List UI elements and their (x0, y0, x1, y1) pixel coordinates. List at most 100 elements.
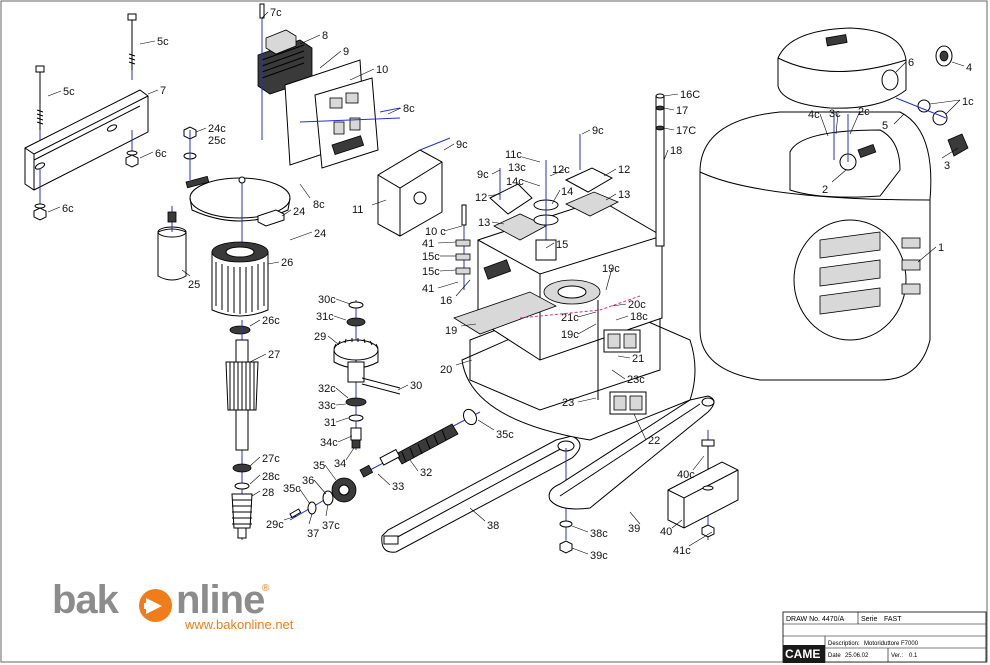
part-label-2: 2 (822, 184, 828, 196)
part-label-24c: 24c (208, 123, 226, 135)
part-lock-3-4-5 (895, 45, 969, 157)
part-label-15: 15 (556, 239, 568, 251)
part-label-9: 9 (343, 46, 349, 58)
part-motor-cap-24 (183, 126, 291, 250)
part-label-35c-left: 35c (283, 483, 301, 495)
part-label-31c: 31c (316, 311, 334, 323)
part-stator-26 (211, 241, 269, 335)
part-arm-39 (548, 395, 715, 554)
part-gear-36 (289, 477, 357, 521)
part-label-19c-bot: 19c (561, 329, 579, 341)
part-label-38: 38 (487, 520, 499, 532)
draw-no-label: DRAW No. (786, 616, 820, 623)
part-label-27: 27 (268, 349, 280, 361)
dashed-leader-19c (519, 295, 641, 319)
part-label-28c: 28c (262, 471, 280, 483)
part-label-5c-left: 5c (63, 86, 75, 98)
part-label-34: 34 (334, 458, 346, 470)
logo-arrow-icon (146, 598, 162, 614)
part-label-6c-top: 6c (155, 148, 167, 160)
leader-lines (47, 11, 965, 555)
part-transformer-8 (257, 3, 313, 140)
part-label-33: 33 (392, 481, 404, 493)
part-label-1: 1 (938, 242, 944, 254)
part-label-38c: 38c (590, 528, 608, 540)
part-rod-18 (655, 93, 665, 247)
part-rotor-27 (225, 320, 259, 540)
part-label-28: 28 (262, 487, 274, 499)
part-label-16: 16 (440, 295, 452, 307)
part-label-21c: 21c (561, 312, 579, 324)
part-label-24-b: 24 (314, 228, 326, 240)
part-label-5: 5 (882, 120, 888, 132)
part-label-26c: 26c (262, 315, 280, 327)
part-label-26: 26 (281, 257, 293, 269)
part-label-10: 10 (376, 64, 388, 76)
part-label-3c: 3c (829, 108, 841, 120)
serie-value: FAST (884, 616, 902, 623)
part-label-4c: 4c (808, 109, 820, 121)
part-label-24-a: 24 (293, 206, 305, 218)
description-value: Motoriduttore F7000 (864, 641, 919, 647)
part-label-30c: 30c (318, 294, 336, 306)
part-label-35c-right: 35c (496, 429, 514, 441)
part-label-29c: 29c (266, 519, 284, 531)
serie-label: Serie (861, 616, 877, 623)
part-label-34c: 34c (320, 437, 338, 449)
part-label-36: 36 (302, 475, 314, 487)
part-label-13-right: 13 (618, 189, 630, 201)
part-label-37c: 37c (322, 520, 340, 532)
part-label-8c-top: 8c (403, 103, 415, 115)
came-brand-text: CAME (785, 647, 821, 661)
part-label-19: 19 (445, 325, 457, 337)
date-label: Date (828, 653, 841, 659)
part-label-41-bot: 41 (422, 283, 434, 295)
part-label-9c-mid: 9c (477, 169, 489, 181)
ver-value: 0.1 (909, 653, 918, 659)
part-label-6: 6 (908, 57, 914, 69)
part-capacitor-25 (157, 206, 187, 281)
part-label-40c: 40c (677, 469, 695, 481)
part-label-7c: 7c (270, 7, 282, 19)
part-label-35: 35 (313, 460, 325, 472)
part-label-4: 4 (966, 62, 972, 74)
part-label-8c-bot: 8c (313, 199, 325, 211)
part-bracket-40 (667, 430, 739, 540)
part-label-25c: 25c (208, 135, 226, 147)
part-label-3: 3 (944, 160, 950, 172)
date-value: 25.06.02 (845, 653, 869, 659)
part-label-14: 14 (561, 186, 573, 198)
part-label-39c: 39c (590, 550, 608, 562)
part-label-18: 18 (670, 145, 682, 157)
part-label-12-right: 12 (618, 164, 630, 176)
part-label-9c-right: 9c (592, 125, 604, 137)
draw-no-value: 4470/A (822, 616, 845, 623)
part-label-41c: 41c (673, 545, 691, 557)
logo-text-online: nline (176, 578, 265, 622)
part-label-14c: 14c (506, 176, 524, 188)
part-board-9-10 (284, 59, 401, 169)
description-label: Description: (828, 641, 860, 647)
part-label-39: 39 (628, 523, 640, 535)
part-label-32c: 32c (318, 383, 336, 395)
part-label-13-left: 13 (478, 217, 490, 229)
part-label-1c: 1c (962, 96, 974, 108)
part-label-25: 25 (188, 279, 200, 291)
part-cover-6 (777, 27, 907, 109)
part-label-23c: 23c (627, 374, 645, 386)
part-label-7: 7 (160, 85, 166, 97)
part-label-33c: 33c (318, 400, 336, 412)
part-label-10c: 10 c (425, 226, 446, 238)
logo-url: www.bakonline.net (185, 617, 294, 632)
part-label-22: 22 (648, 435, 660, 447)
part-label-19c-top: 19c (602, 263, 620, 275)
part-label-29: 29 (314, 331, 326, 343)
part-label-11c: 11c (505, 149, 522, 161)
part-label-11: 11 (352, 204, 363, 216)
part-housing-1 (699, 111, 932, 381)
part-label-2c: 2c (858, 106, 870, 118)
part-label-20c: 20c (628, 299, 646, 311)
part-label-12-left: 12 (475, 192, 487, 204)
